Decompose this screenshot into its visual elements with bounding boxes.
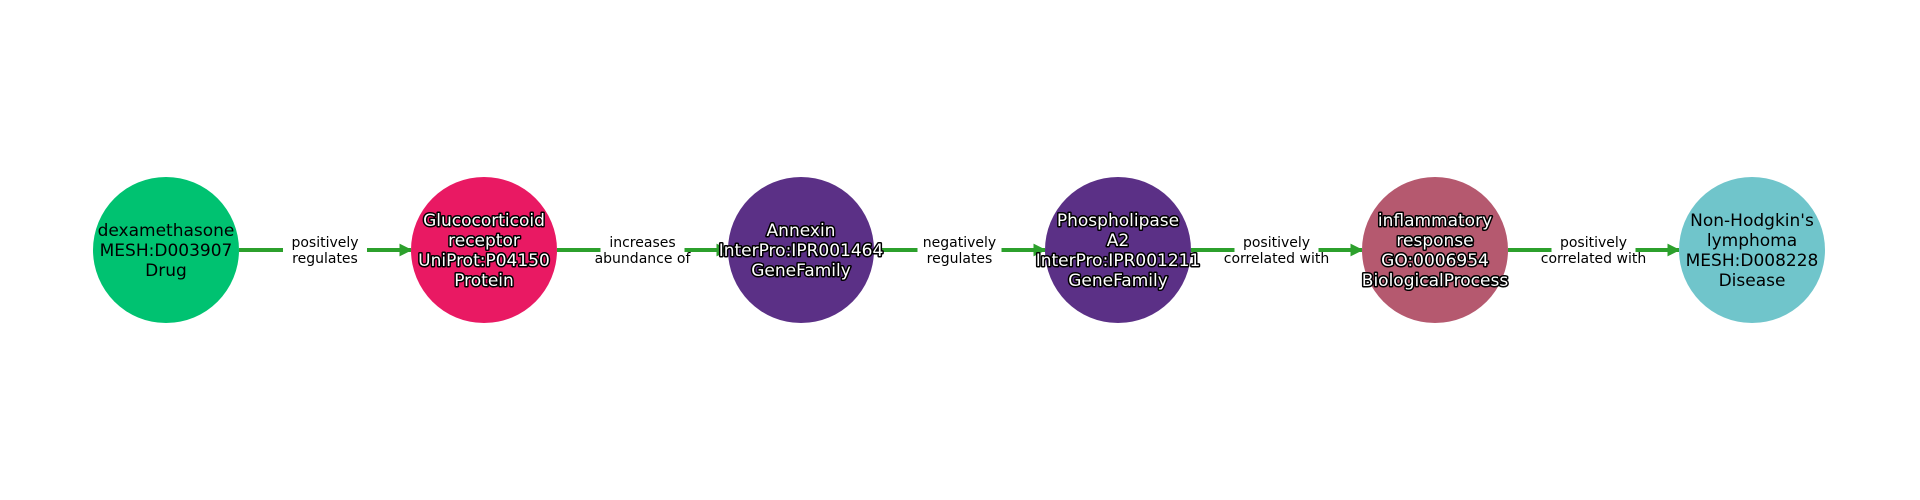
node-label-line: MESH:D003907 xyxy=(100,241,233,261)
node-label-line: GO:0006954 xyxy=(1381,251,1489,271)
node-label-line: Glucocorticoid xyxy=(423,211,545,231)
node-label-line: response xyxy=(1396,231,1473,251)
node-label-line: Phospholipase xyxy=(1057,211,1179,231)
edge-label-line: correlated with xyxy=(1541,251,1646,267)
edge-label-line: correlated with xyxy=(1224,251,1329,267)
node-label-line: InterPro:IPR001211 xyxy=(1036,251,1201,271)
node-label-line: Drug xyxy=(145,261,187,281)
edge-label-line: positively xyxy=(1560,235,1627,251)
edge-label-line: positively xyxy=(1243,235,1310,251)
node-circle[interactable] xyxy=(1362,177,1508,323)
edge-label-line: negatively xyxy=(923,235,996,251)
node-label-line: UniProt:P04150 xyxy=(418,251,550,271)
node-label-line: receptor xyxy=(448,231,520,251)
node-label-line: MESH:D008228 xyxy=(1686,251,1819,271)
node-label-line: Non-Hodgkin's xyxy=(1690,211,1814,231)
node-circle[interactable] xyxy=(728,177,874,323)
node-label-line: inflammatory xyxy=(1378,211,1492,231)
node-circle[interactable] xyxy=(411,177,557,323)
node-circle[interactable] xyxy=(93,177,239,323)
edge-label-line: regulates xyxy=(927,251,993,267)
node-label-line: dexamethasone xyxy=(98,221,235,241)
node-circle[interactable] xyxy=(1045,177,1191,323)
edge-label-line: regulates xyxy=(292,251,358,267)
node-label-line: GeneFamily xyxy=(751,261,851,281)
edge-label-line: positively xyxy=(291,235,358,251)
node-label-line: lymphoma xyxy=(1707,231,1797,251)
edge-label-line: abundance of xyxy=(595,251,692,267)
node-label-line: Annexin xyxy=(767,221,836,241)
node-circle[interactable] xyxy=(1679,177,1825,323)
node-label-line: Disease xyxy=(1719,271,1786,291)
node-label-line: A2 xyxy=(1107,231,1129,251)
node-label-line: BiologicalProcess xyxy=(1362,271,1509,291)
node-label-line: InterPro:IPR001464 xyxy=(719,241,884,261)
node-label-line: Protein xyxy=(454,271,514,291)
edge-label-line: increases xyxy=(609,235,675,251)
node-label-line: GeneFamily xyxy=(1068,271,1168,291)
